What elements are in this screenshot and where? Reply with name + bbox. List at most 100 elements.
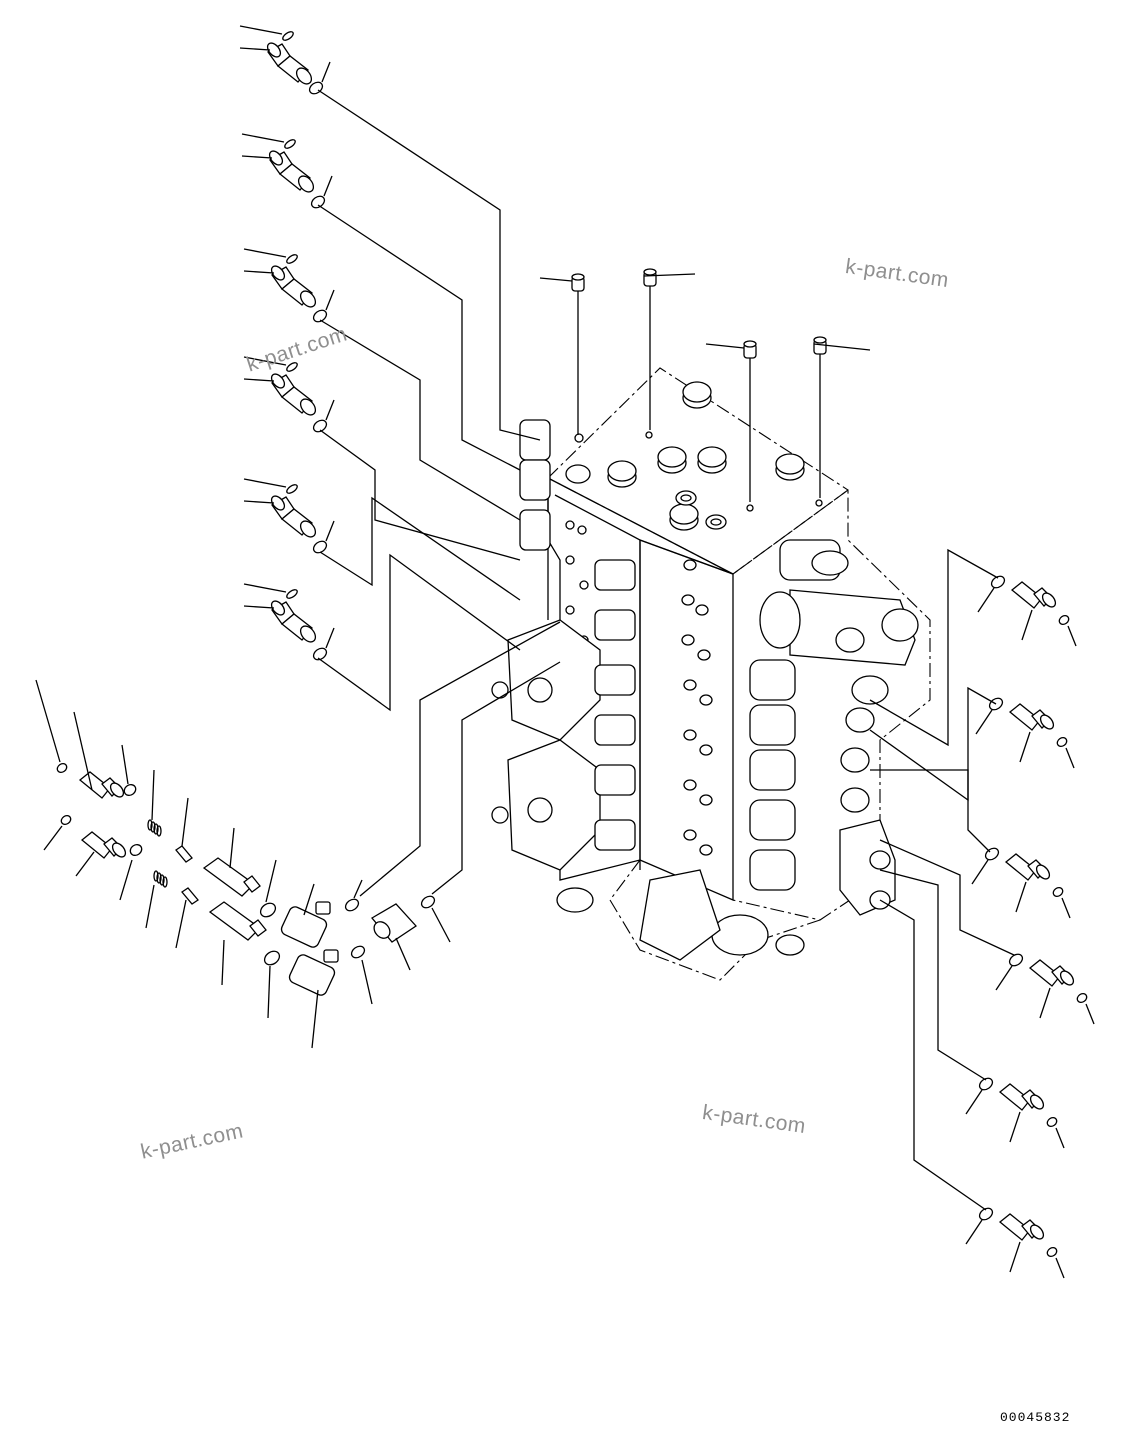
left-elbow-assembly	[241, 133, 521, 471]
elbow-fitting	[268, 150, 315, 193]
elbow-fitting	[270, 373, 317, 416]
o-ring-small	[286, 362, 298, 372]
leader-line	[359, 621, 561, 897]
leader-line	[243, 605, 275, 609]
leader-line	[181, 797, 189, 847]
port-hole	[565, 605, 575, 615]
port-hole	[699, 844, 713, 856]
leader-line	[145, 884, 155, 929]
o-ring	[129, 844, 143, 856]
port-hole	[683, 779, 697, 791]
o-ring-small	[286, 254, 298, 264]
long-fitting	[202, 857, 261, 897]
leader-line	[325, 627, 335, 649]
leader-line	[35, 679, 61, 763]
o-ring-small	[286, 484, 298, 494]
spring	[147, 819, 162, 837]
left-elbow-assembly	[243, 248, 521, 521]
o-ring-small	[1058, 614, 1070, 626]
left-elbow-assembly	[243, 356, 521, 561]
leader-line	[265, 859, 277, 903]
leader-line	[241, 133, 285, 143]
leader-line	[1015, 881, 1027, 913]
port-hole	[683, 679, 697, 691]
control-valve-body	[491, 367, 931, 981]
leader-line	[243, 378, 275, 382]
o-ring	[978, 1207, 994, 1221]
left-elbow-assembly	[239, 25, 541, 441]
o-ring-small	[1046, 1246, 1058, 1258]
port-hole	[565, 520, 575, 530]
o-ring	[312, 540, 328, 554]
leader-line	[975, 709, 993, 735]
leader-line	[879, 869, 987, 1081]
leader-line	[319, 319, 521, 521]
leader-line	[869, 548, 999, 747]
leader-line	[361, 959, 373, 1005]
leader-line	[239, 25, 283, 35]
leader-line	[229, 827, 235, 869]
o-ring-small	[1052, 886, 1064, 898]
o-ring	[263, 950, 281, 966]
left-column-fittings	[239, 25, 541, 712]
leader-line	[431, 661, 561, 895]
leader-line	[1055, 1257, 1065, 1279]
o-ring	[978, 1077, 994, 1091]
block-elbow	[280, 901, 331, 948]
leader-line	[325, 399, 335, 421]
o-ring-small	[1056, 736, 1068, 748]
o-ring	[310, 195, 326, 209]
leader-line	[431, 907, 451, 943]
o-ring	[344, 898, 360, 912]
leader-line	[243, 583, 287, 593]
leader-line	[319, 496, 521, 601]
elbow-fitting	[266, 42, 313, 85]
o-ring-small	[282, 31, 294, 41]
straight-fitting	[1010, 581, 1057, 609]
leader-line	[73, 711, 93, 791]
leader-line	[643, 273, 696, 277]
o-ring	[420, 895, 436, 909]
hex-nut-fitting	[371, 903, 417, 943]
leader-line	[1055, 1127, 1065, 1149]
leader-line	[965, 1219, 983, 1245]
port-hole	[579, 580, 589, 590]
bottom-left-loose-parts	[35, 621, 561, 1049]
leader-line	[243, 356, 287, 366]
o-ring	[312, 419, 328, 433]
leader-line	[311, 989, 319, 1049]
leader-line	[303, 883, 315, 916]
leader-line	[317, 204, 521, 471]
straight-fitting	[998, 1083, 1045, 1111]
leader-line	[267, 965, 271, 1019]
leader-line	[75, 851, 95, 877]
spring	[153, 870, 168, 888]
leader-line	[325, 520, 335, 542]
leader-line	[317, 553, 521, 712]
left-elbow-assembly	[243, 478, 521, 601]
o-ring	[350, 945, 366, 959]
straight-fitting	[1008, 703, 1055, 731]
leader-line	[1061, 897, 1071, 919]
elbow-fitting	[270, 495, 317, 538]
leader-line	[1039, 987, 1051, 1019]
right-fitting-assembly	[869, 548, 1077, 747]
leader-line	[321, 61, 331, 83]
o-ring	[259, 902, 277, 918]
leader-line	[395, 937, 411, 971]
leader-line	[243, 248, 287, 258]
leader-line	[241, 155, 273, 159]
left-elbow-assembly	[243, 553, 521, 712]
straight-fitting	[1028, 959, 1075, 987]
leader-line	[319, 429, 521, 561]
leader-line	[43, 825, 63, 851]
leader-line	[1009, 1241, 1021, 1273]
port-hole	[697, 649, 711, 661]
leader-line	[879, 839, 1015, 956]
straight-fitting	[998, 1213, 1045, 1241]
o-ring	[990, 575, 1006, 589]
o-ring	[56, 762, 68, 774]
leader-line	[1065, 747, 1075, 769]
port-hole	[683, 729, 697, 741]
port-hole	[699, 794, 713, 806]
